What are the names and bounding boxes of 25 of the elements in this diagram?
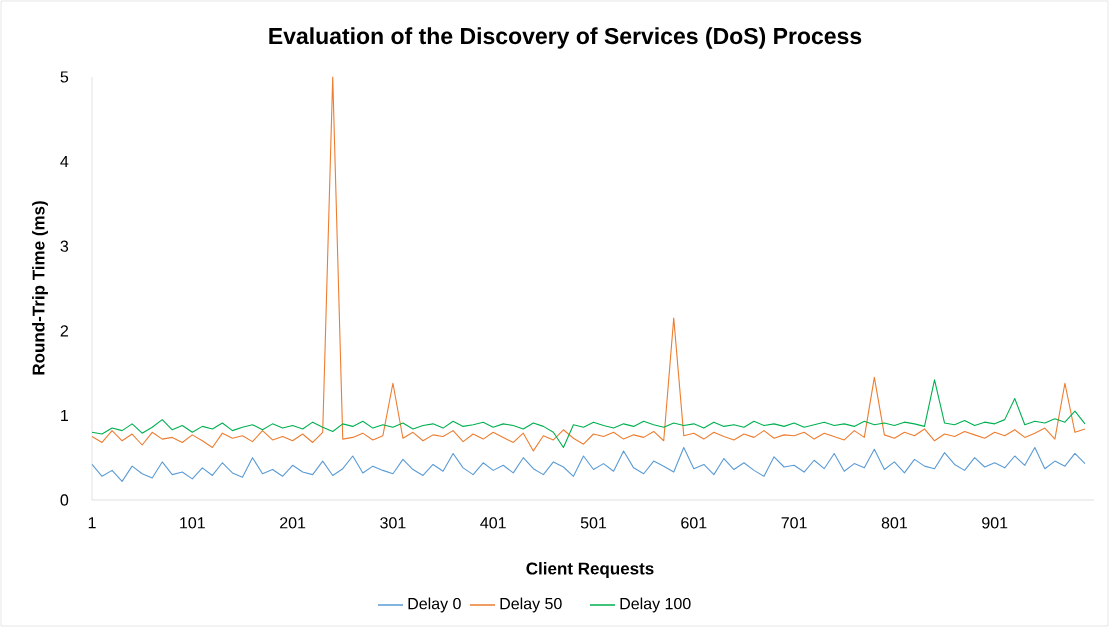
tick-label: 101 xyxy=(180,517,205,529)
axis-title: Client Requests xyxy=(526,562,654,578)
tick-label: 601 xyxy=(681,517,707,529)
tick-label: 3 xyxy=(60,240,69,252)
tick-label: 701 xyxy=(781,517,807,529)
tick-label: 501 xyxy=(580,517,607,529)
tick-label: 0 xyxy=(60,494,69,506)
legend-label: Delay 100 xyxy=(620,597,691,613)
legend-label: Delay 0 xyxy=(408,597,461,613)
tick-label: 4 xyxy=(60,156,69,168)
tick-label: 401 xyxy=(480,517,506,529)
tick-label: 801 xyxy=(881,517,907,529)
legend-entry: Delay 50 xyxy=(469,597,562,613)
chart-title: Evaluation of the Discovery of Services (DoS) Process xyxy=(269,27,862,49)
legend-entry: Delay 0 xyxy=(377,597,461,613)
tick-label: 901 xyxy=(982,517,1008,529)
tick-label: 301 xyxy=(380,517,406,529)
legend-label: Delay 50 xyxy=(500,597,562,613)
legend-entry: Delay 100 xyxy=(589,597,691,613)
tick-label: 1 xyxy=(61,409,68,421)
tick-label: 1 xyxy=(88,517,96,529)
tick-label: 201 xyxy=(280,517,306,529)
axis-title: Round-Trip Time (ms) xyxy=(32,201,48,375)
tick-label: 2 xyxy=(60,325,68,337)
tick-label: 5 xyxy=(60,71,69,83)
